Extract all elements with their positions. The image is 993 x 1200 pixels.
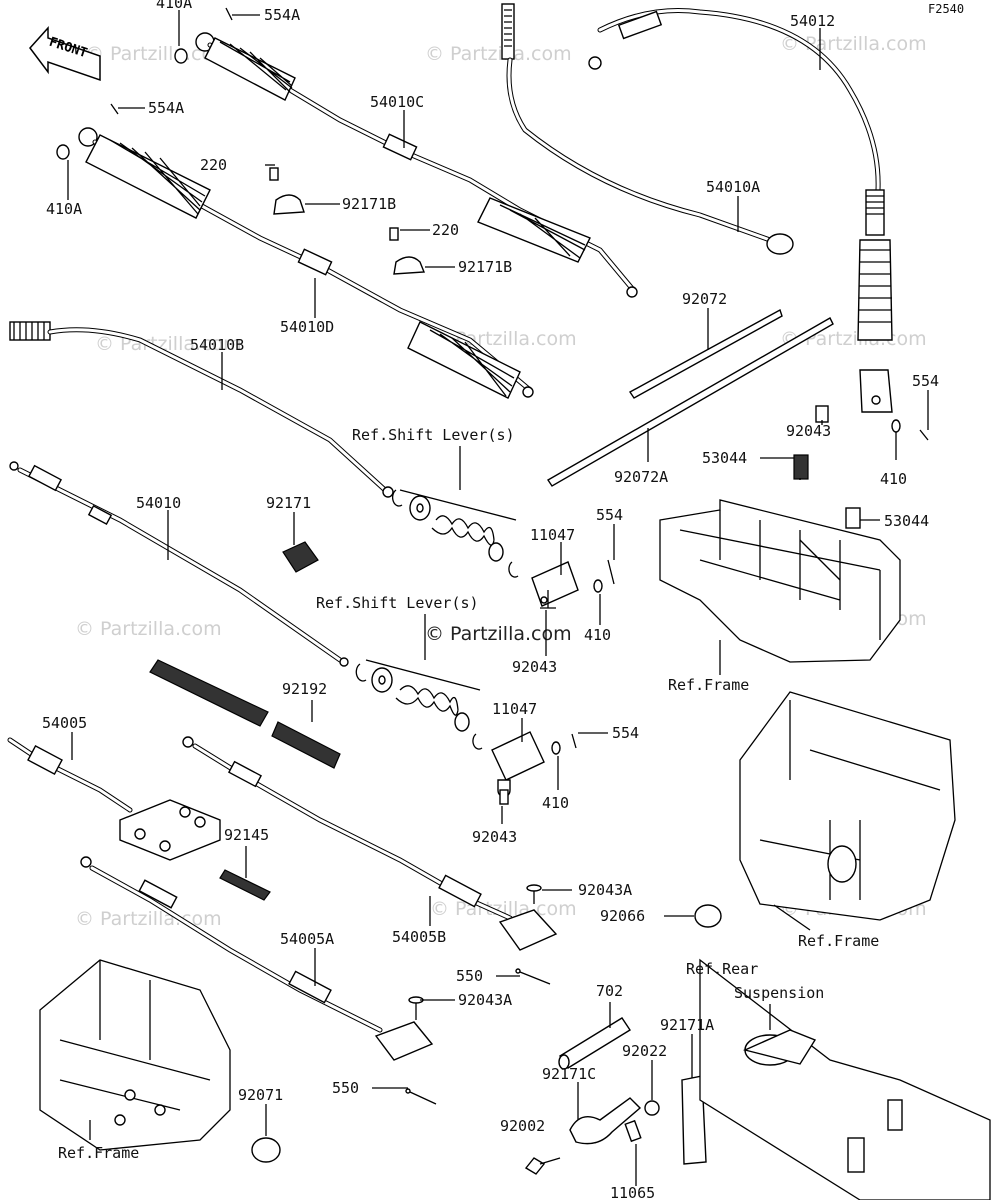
callout-220: 220 [200, 156, 227, 174]
spring-92192 [149, 659, 341, 769]
callout-ref-shift-lever: Ref.Shift Lever(s) [352, 426, 515, 444]
plug-92066 [694, 904, 722, 928]
watermark: © Partzilla.com [75, 618, 222, 640]
watermark: © Partzilla.com [430, 898, 577, 920]
callout-11065: 11065 [610, 1184, 655, 1200]
cable-54010c [195, 32, 638, 298]
cable-54010 [9, 461, 349, 667]
cable-54005b [182, 736, 558, 951]
callout-54010b: 54010B [190, 336, 244, 354]
callout-702: 702 [596, 982, 623, 1000]
callout-92043: 92043 [512, 658, 557, 676]
watermark: © Partzilla.com [85, 43, 232, 65]
callout-410a: 410A [156, 0, 192, 12]
callout-92192: 92192 [282, 680, 327, 698]
callout-11047: 11047 [492, 700, 537, 718]
callout-410: 410 [584, 626, 611, 644]
callout-ref-frame: Ref.Frame [798, 932, 879, 950]
clip-92171 [282, 541, 319, 573]
callout-92043a: 92043A [578, 881, 632, 899]
callout-554: 554 [912, 372, 939, 390]
callout-92171b: 92171B [342, 195, 396, 213]
cable-54005a [80, 856, 434, 1061]
callout-550: 550 [332, 1079, 359, 1097]
callout-92171a: 92171A [660, 1016, 714, 1034]
callout-92145: 92145 [224, 826, 269, 844]
frame-2 [739, 691, 956, 921]
cable-54005 [7, 737, 271, 901]
callout-54005a: 54005A [280, 930, 334, 948]
callout-550: 550 [456, 967, 483, 985]
leader-lines [67, 10, 929, 1186]
rear-suspension [699, 958, 991, 1200]
callout-410a: 410A [46, 200, 82, 218]
callout-554: 554 [596, 506, 623, 524]
callout-suspension: Suspension [734, 984, 824, 1002]
callout-54005b: 54005B [392, 928, 446, 946]
callout-11047: 11047 [530, 526, 575, 544]
cable-54010b [9, 321, 394, 498]
callout-92171: 92171 [266, 494, 311, 512]
callout-92171c: 92171C [542, 1065, 596, 1083]
callout-ref-rear: Ref.Rear [686, 960, 758, 978]
cable-54012 [501, 3, 893, 413]
callout-92043: 92043 [472, 828, 517, 846]
clip-53044 [793, 454, 861, 529]
callout-92072a: 92072A [614, 468, 668, 486]
watermark: © Partzilla.com [780, 33, 927, 55]
callout-92043a: 92043A [458, 991, 512, 1009]
callout-554: 554 [612, 724, 639, 742]
callout-92043: 92043 [786, 422, 831, 440]
frame-3 [39, 959, 231, 1151]
shift-parts-2 [355, 663, 577, 805]
pin-550 [405, 968, 551, 1105]
callout-92171b: 92171B [458, 258, 512, 276]
callout-53044: 53044 [702, 449, 747, 467]
callout-54005: 54005 [42, 714, 87, 732]
callout-ref-frame: Ref.Frame [58, 1144, 139, 1162]
callout-92071: 92071 [238, 1086, 283, 1104]
cable-54010d [78, 127, 534, 399]
shift-parts-1 [391, 489, 615, 609]
callout-53044: 53044 [884, 512, 929, 530]
callout-92002: 92002 [500, 1117, 545, 1135]
callout-54012: 54012 [790, 12, 835, 30]
front-arrow-icon: FRONT [29, 26, 101, 82]
callout-92072: 92072 [682, 290, 727, 308]
pipe-702 [558, 1017, 631, 1070]
callout-54010d: 54010D [280, 318, 334, 336]
callout-54010c: 54010C [370, 93, 424, 111]
tie-92072 [547, 308, 834, 487]
grommet-92071 [251, 1137, 281, 1163]
watermark: © Partzilla.com [75, 908, 222, 930]
callout-54010: 54010 [136, 494, 181, 512]
small-hardware [56, 7, 929, 441]
callout-54010a: 54010A [706, 178, 760, 196]
callout-410: 410 [542, 794, 569, 812]
callout-220: 220 [432, 221, 459, 239]
callout-554a: 554A [148, 99, 184, 117]
diagram-code: F2540 [928, 2, 964, 16]
center-watermark: © Partzilla.com [425, 623, 572, 645]
callout-ref-frame: Ref.Frame [668, 676, 749, 694]
callout-92066: 92066 [600, 907, 645, 925]
callout-ref-shift-lever: Ref.Shift Lever(s) [316, 594, 479, 612]
linkage-parts [524, 1075, 707, 1175]
frame-1 [659, 499, 901, 663]
callout-labels: 410A 554A 554A 410A 54010C 220 92171B 22… [42, 0, 939, 1200]
callout-410: 410 [880, 470, 907, 488]
callout-92022: 92022 [622, 1042, 667, 1060]
callout-554a: 554A [264, 6, 300, 24]
watermark: © Partzilla.com [425, 43, 572, 65]
